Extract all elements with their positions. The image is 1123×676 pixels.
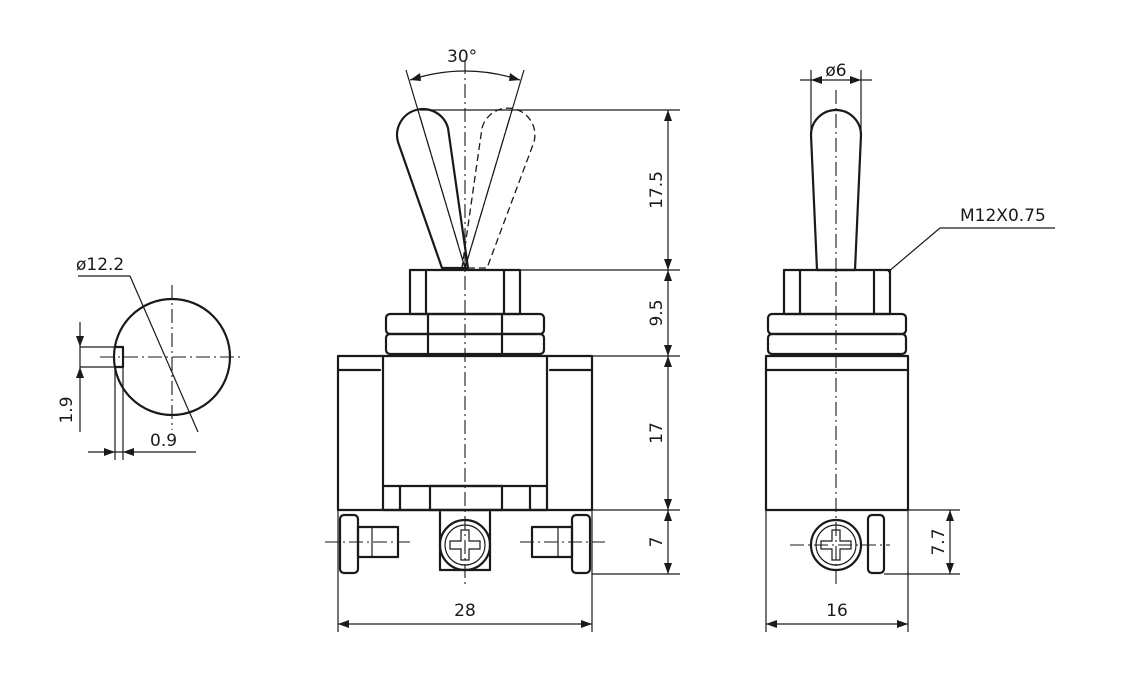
thread-label: M12X0.75 (960, 206, 1046, 226)
side-view: ø6 M12X0.75 7.7 16 (764, 61, 1055, 632)
lever-toggled (461, 107, 536, 269)
key-width-label: 1.9 (57, 396, 77, 423)
lever-solid (395, 107, 470, 270)
body-height-label: 17 (647, 422, 667, 444)
front-view: 30° 17.5 9.5 17 7 28 (325, 47, 680, 632)
body-depth-label: 16 (826, 601, 848, 621)
key-depth-label: 0.9 (150, 431, 177, 451)
terminal-height-side-label: 7.7 (929, 528, 949, 555)
body-width-label: 28 (454, 601, 476, 621)
terminal-height-label: 7 (647, 537, 667, 548)
panel-cutout-view: ø12.2 1.9 0.9 (57, 255, 240, 460)
toggle-angle-label: 30° (447, 47, 477, 67)
panel-hole-diameter-label: ø12.2 (76, 255, 124, 275)
lever-height-label: 17.5 (647, 171, 667, 209)
lever-diameter-label: ø6 (825, 61, 846, 81)
bushing-height-label: 9.5 (647, 299, 667, 326)
